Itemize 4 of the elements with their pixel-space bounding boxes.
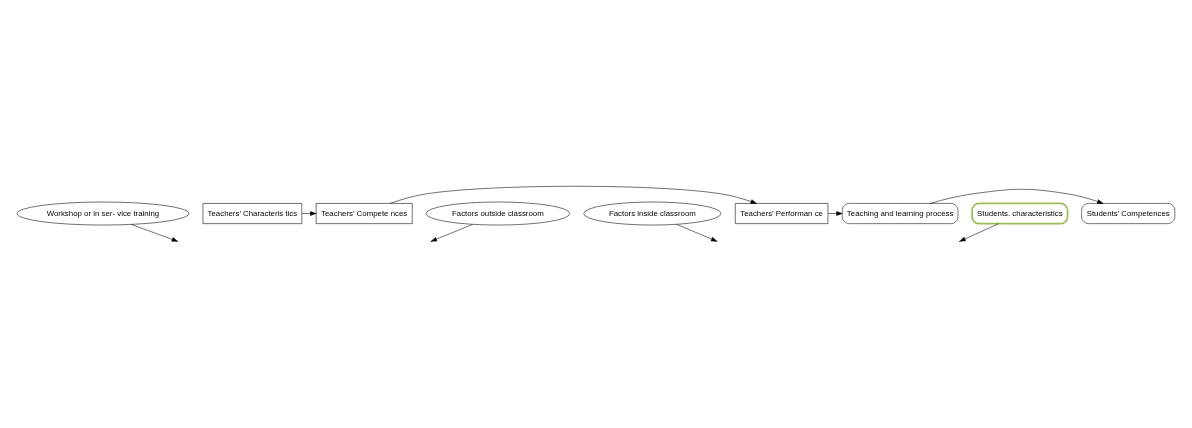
arrow [827,211,843,216]
arrow [301,211,317,216]
arrow [389,186,757,204]
arrow [930,189,1104,204]
